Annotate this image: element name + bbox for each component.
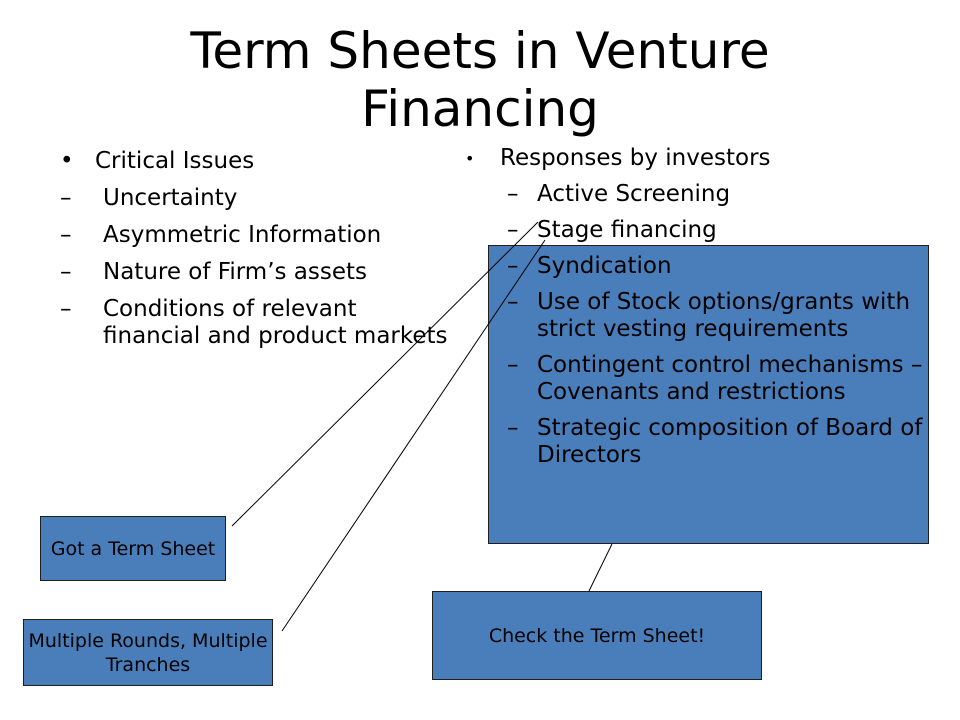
connector-line [588, 543, 613, 592]
list-item: –Syndication [507, 253, 672, 279]
highlight-box [488, 245, 929, 544]
callout-check-term-sheet: Check the Term Sheet! [432, 591, 762, 680]
list-item: –Use of Stock options/grants with strict… [507, 289, 911, 342]
responses-column: • Responses by investors –Active Screeni… [465, 145, 925, 469]
list-item: –Active Screening [507, 181, 731, 207]
dash-icon: – [507, 415, 519, 441]
responses-heading: • Responses by investors [465, 145, 771, 171]
callout-multiple-rounds: Multiple Rounds, Multiple Tranches [23, 619, 273, 686]
list-item: –Uncertainty [60, 185, 238, 211]
callout-term-sheet: Got a Term Sheet [40, 516, 226, 581]
list-item: –Nature of Firm’s assets [60, 259, 368, 285]
dash-icon: – [507, 289, 519, 315]
critical-issues-column: • Critical Issues –Uncertainty –Asymmetr… [60, 148, 450, 350]
dash-icon: – [60, 259, 72, 285]
list-item: –Strategic composition of Board of Direc… [507, 415, 923, 468]
dash-icon: – [60, 185, 72, 211]
dash-icon: – [507, 352, 519, 378]
dash-icon: – [507, 181, 519, 207]
list-item: –Contingent control mechanisms – Covenan… [507, 352, 923, 405]
dash-icon: – [507, 253, 519, 279]
list-item: –Stage financing [507, 217, 717, 243]
list-item: –Conditions of relevant financial and pr… [60, 296, 448, 349]
dash-icon: – [60, 296, 72, 322]
list-item: –Asymmetric Information [60, 222, 382, 248]
dash-icon: – [507, 217, 519, 243]
bullet-icon: • [465, 149, 475, 168]
bullet-icon: • [60, 148, 74, 174]
slide-title: Term Sheets in Venture Financing [190, 22, 770, 138]
critical-issues-heading: • Critical Issues [60, 148, 255, 174]
dash-icon: – [60, 222, 72, 248]
